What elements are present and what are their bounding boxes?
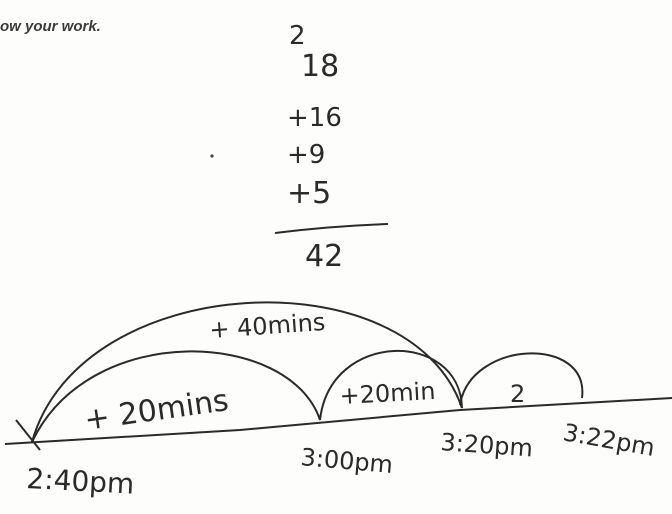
time-label-start: 2:40pm: [26, 462, 136, 501]
jump-label-20-second: +20min: [339, 377, 436, 410]
start-tick: [15, 419, 41, 451]
carry-digit: 2: [289, 21, 306, 51]
addend-1: 18: [301, 49, 339, 84]
stray-dot: [210, 154, 214, 158]
time-label-322: 3:22pm: [561, 418, 657, 462]
addend-3: +9: [287, 140, 325, 170]
jump-arc-20-first: [31, 350, 321, 443]
jump-label-2: 2: [510, 380, 525, 408]
jump-arc-40: [31, 301, 463, 443]
time-label-320: 3:20pm: [440, 428, 534, 462]
vertical-addition: 2 18 +16 +9 +5 42: [210, 21, 389, 274]
addend-4: +5: [287, 176, 331, 211]
jump-arc-2: [459, 352, 584, 406]
jump-arc-20-second: [319, 350, 463, 421]
sum-line: [274, 223, 389, 234]
time-label-300: 3:00pm: [299, 443, 394, 479]
number-line-axis: [4, 397, 672, 445]
instruction-text: ow your work.: [0, 18, 101, 35]
addend-2: +16: [287, 103, 342, 133]
number-line: + 40mins + 20mins +20min 2 2:40pm 3:00pm…: [4, 301, 672, 501]
jump-label-40: + 40mins: [208, 308, 326, 344]
jump-label-20-first: + 20mins: [82, 383, 231, 438]
sum-value: 42: [305, 239, 343, 274]
